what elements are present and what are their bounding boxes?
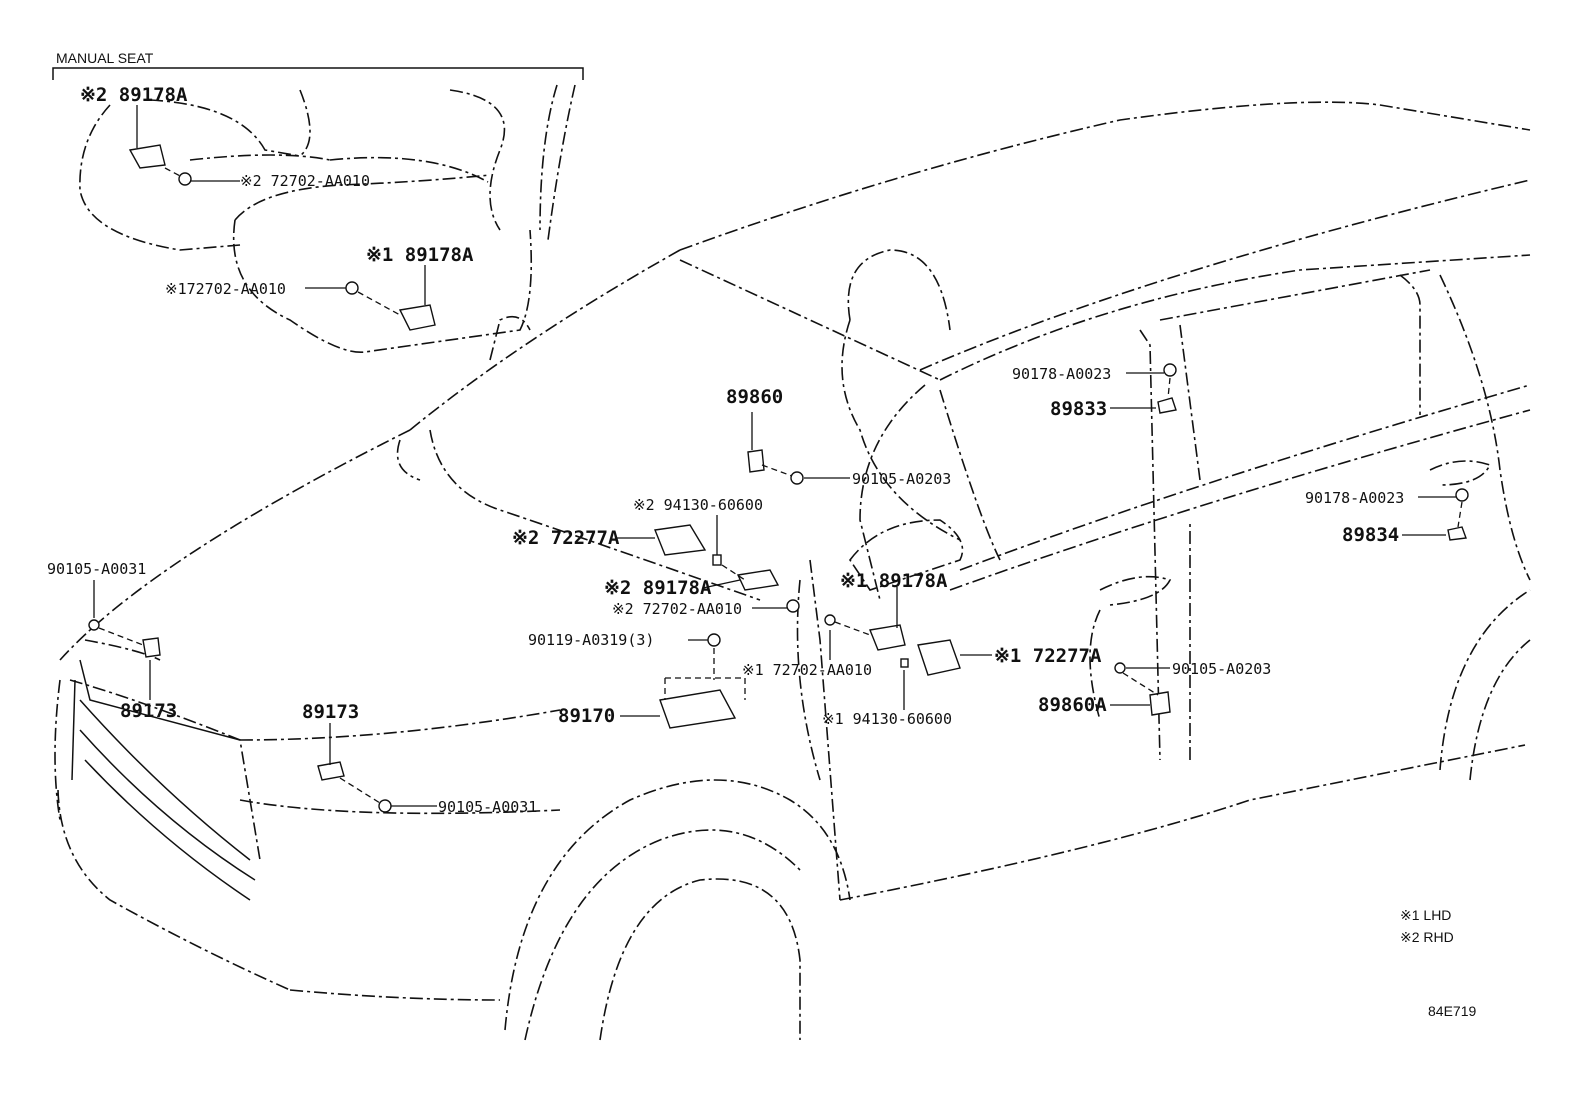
label-94130-lhd: ※1 94130-60600: [822, 710, 952, 728]
label-90105-a0203-top: 90105-A0203: [852, 470, 952, 488]
bolt-icon: [824, 614, 836, 626]
bolt-icon: [88, 619, 100, 631]
sensor-icon: [747, 449, 765, 473]
nut-icon: [1455, 488, 1469, 502]
label-72702-rhd: ※2 72702-AA010: [612, 600, 742, 618]
label-72277a-lhd: ※1 72277A: [994, 645, 1102, 667]
label-inset-89178a-lhd: ※1 89178A: [366, 244, 474, 266]
bolt-icon: [790, 471, 804, 485]
label-89178a-lhd: ※1 89178A: [840, 570, 948, 592]
sensor-icon: [917, 639, 961, 676]
legend-rhd: ※2 RHD: [1400, 929, 1454, 945]
label-89178a-rhd: ※2 89178A: [604, 577, 712, 599]
bolt-icon: [378, 799, 392, 813]
label-90105-a0031-bottom: 90105-A0031: [438, 798, 538, 816]
nut-icon: [1163, 363, 1177, 377]
bolt-icon: [345, 281, 359, 295]
inset-title: MANUAL SEAT: [56, 50, 154, 66]
label-90119: 90119-A0319(3): [528, 631, 655, 649]
label-89173-mid: 89173: [302, 701, 360, 723]
label-89860a: 89860A: [1038, 694, 1107, 716]
sensor-icon: [1157, 397, 1177, 414]
clip-icon: [712, 554, 722, 566]
label-89173-left: 89173: [120, 700, 178, 722]
label-90105-a0031-left: 90105-A0031: [47, 560, 147, 578]
label-90178-top: 90178-A0023: [1012, 365, 1112, 383]
diagram-code: 84E719: [1428, 1003, 1477, 1019]
label-inset-72702-lhd: ※172702-AA010: [165, 280, 286, 298]
sensor-icon: [654, 524, 707, 556]
sensor-icon: [869, 624, 906, 651]
bolt-icon: [1114, 662, 1126, 674]
bolt-icon: [786, 599, 800, 613]
legend-lhd: ※1 LHD: [1400, 907, 1452, 923]
manual-seat-inset: [52, 67, 584, 354]
vehicle-body: [54, 101, 1531, 1041]
label-89170: 89170: [558, 705, 616, 727]
sensor-icon: [736, 569, 780, 591]
bolt-icon: [178, 172, 192, 186]
label-94130-rhd: ※2 94130-60600: [633, 496, 763, 514]
label-90178-right: 90178-A0023: [1305, 489, 1405, 507]
sensor-icon: [1447, 526, 1467, 541]
label-72702-lhd: ※1 72702-AA010: [742, 661, 872, 679]
label-inset-89178a-rhd: ※2 89178A: [80, 84, 188, 106]
sensor-icon: [1149, 691, 1171, 716]
label-89834: 89834: [1342, 524, 1400, 546]
sensor-icon: [398, 304, 436, 331]
leader-lines: [93, 105, 1463, 807]
sensor-icon: [142, 637, 161, 658]
label-inset-72702-rhd: ※2 72702-AA010: [240, 172, 370, 190]
sensor-icon: [317, 761, 345, 781]
clip-icon: [900, 658, 909, 668]
sensor-icon: [128, 144, 166, 169]
bolt-icon: [707, 633, 721, 647]
airbag-sensor-assembly-icon: [659, 689, 737, 729]
label-90105-a0203-right: 90105-A0203: [1172, 660, 1272, 678]
parts-icons: [88, 144, 1469, 813]
label-72277a-rhd: ※2 72277A: [512, 527, 620, 549]
label-89860: 89860: [726, 386, 784, 408]
label-89833: 89833: [1050, 398, 1108, 420]
